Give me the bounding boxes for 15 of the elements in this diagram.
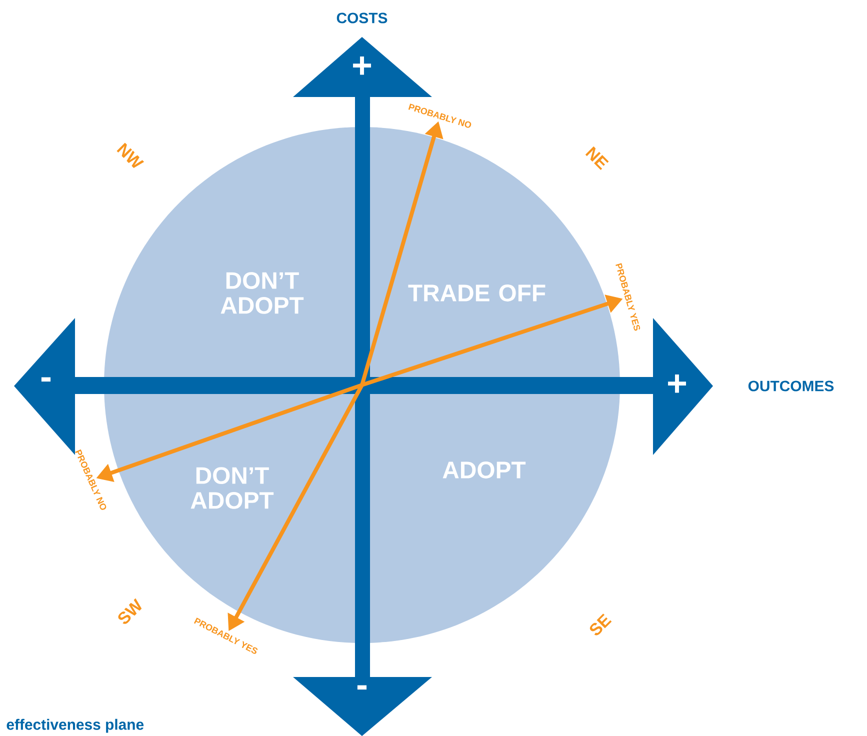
caption: effectiveness plane [6, 718, 144, 733]
axis-label: OUTCOMES [748, 380, 834, 392]
compass-label: NW [116, 142, 144, 168]
sign-label: + [353, 56, 372, 75]
sign-label: - [357, 685, 367, 690]
compass-label: SE [590, 614, 612, 636]
quadrant-label: TRADE OFF [408, 284, 546, 302]
compass-label: SW [118, 598, 142, 624]
compass-label: NE [585, 146, 609, 170]
sign-label: + [668, 374, 686, 393]
sign-label: - [41, 377, 51, 382]
quadrant-label: DON’T ADOPT [190, 467, 274, 509]
quadrant-label: ADOPT [442, 462, 526, 478]
axis-label: COSTS [336, 12, 388, 24]
quadrant-label: DON’T ADOPT [220, 272, 304, 314]
